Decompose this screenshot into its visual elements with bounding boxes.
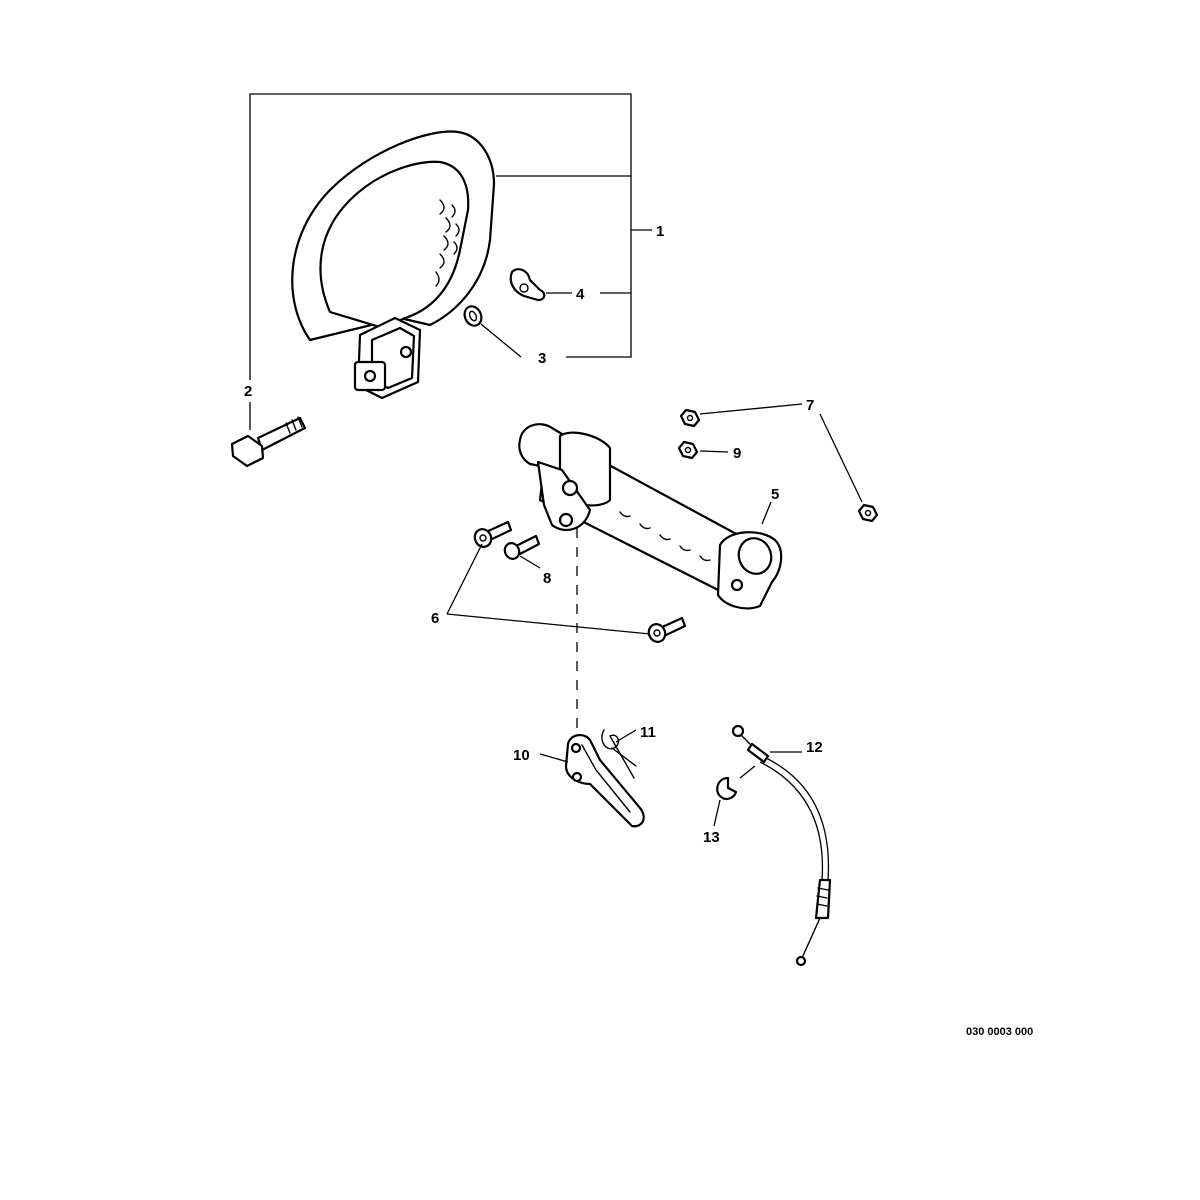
screw-lower	[647, 616, 687, 643]
callout-3: 3	[538, 350, 546, 367]
throttle-cable	[731, 724, 832, 967]
nut-small	[677, 440, 699, 460]
nut-upper	[679, 408, 701, 428]
callout-12: 12	[806, 739, 823, 756]
screw-upper	[473, 520, 513, 548]
nut-lower	[857, 503, 879, 523]
callout-13: 13	[703, 829, 720, 846]
callout-5: 5	[771, 486, 779, 503]
callout-11: 11	[640, 724, 656, 741]
assembly-bracket-1	[249, 93, 652, 380]
throttle-trigger	[564, 734, 645, 828]
leader-lines	[249, 292, 863, 827]
callout-9: 9	[733, 445, 741, 462]
callout-1: 1	[656, 223, 664, 240]
torsion-spring	[601, 729, 637, 779]
callout-6: 6	[431, 610, 439, 627]
screw-short	[503, 534, 541, 560]
rear-handle	[518, 423, 783, 610]
loop-handle	[291, 130, 496, 400]
drawing-code: 030 0003 000	[966, 1026, 1033, 1038]
callout-4: 4	[576, 286, 585, 303]
callout-10: 10	[513, 747, 530, 764]
callout-8: 8	[543, 570, 551, 587]
washer	[463, 305, 483, 327]
callout-labels: 1 2 3 4 5 6 7 8 9 10 11 12 13	[244, 223, 823, 846]
bolt-long	[230, 416, 307, 468]
e-clip	[716, 776, 738, 801]
callout-2: 2	[244, 383, 252, 400]
wing-nut	[509, 268, 546, 302]
callout-7: 7	[806, 397, 814, 414]
